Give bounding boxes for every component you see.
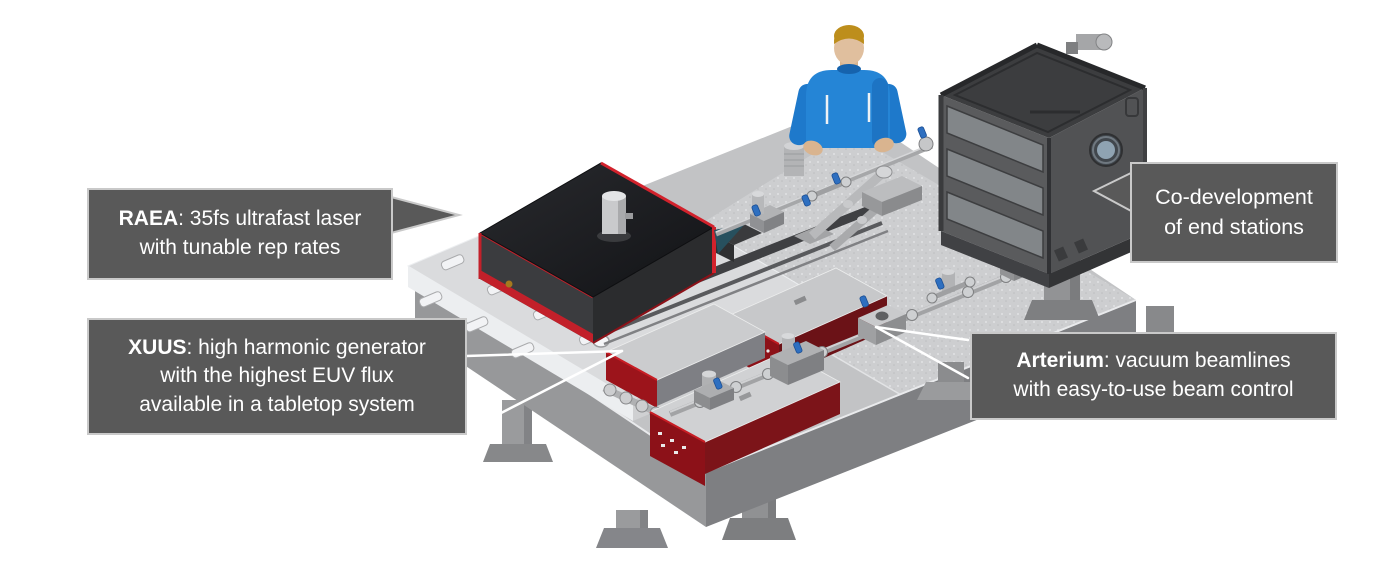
front-beamline: [668, 252, 1038, 417]
callout-term: XUUS: [128, 335, 187, 359]
right-hand: [874, 137, 894, 153]
callout-xuus-body: XUUS: high harmonic generator with the h…: [89, 334, 465, 420]
chamber-right-face: [1049, 88, 1145, 274]
callout-end-stations-body: Co-development of end stations: [1132, 183, 1336, 241]
laser-right-face: [593, 227, 714, 343]
engineer-figure: [789, 25, 907, 156]
callout-arterium: Arterium: vacuum beamlines with easy-to-…: [970, 332, 1337, 420]
callout-arterium-body: Arterium: vacuum beamlines with easy-to-…: [972, 347, 1335, 404]
laser-front-face: [480, 233, 593, 343]
torso: [806, 70, 890, 148]
rear-beamline: [715, 136, 1012, 251]
laser-red-band: [480, 270, 593, 343]
callout-raea: RAEA: 35fs ultrafast laser with tunable …: [87, 188, 393, 280]
raea-laser-box: [478, 161, 762, 344]
table-side-left: [415, 277, 706, 527]
callout-pointers: [390, 171, 1134, 234]
raea-pointer: [390, 196, 463, 234]
end-stations-pointer: [1091, 171, 1134, 213]
collar: [837, 64, 861, 74]
laser-periscope: [597, 191, 633, 242]
callout-term: Arterium: [1016, 349, 1104, 373]
callout-xuus: XUUS: high harmonic generator with the h…: [87, 318, 467, 435]
callout-text: Co-development of end stations: [1155, 185, 1313, 239]
callout-end-stations: Co-development of end stations: [1130, 162, 1338, 263]
callout-text: : high harmonic generator with the highe…: [139, 335, 426, 416]
callout-text: : vacuum beamlines with easy-to-use beam…: [1013, 349, 1294, 401]
leader-lines: [464, 325, 970, 433]
callout-raea-body: RAEA: 35fs ultrafast laser with tunable …: [89, 205, 391, 262]
hair-fringe: [833, 26, 865, 44]
chamber-panels: [946, 104, 1044, 260]
end-station-chamber: [938, 33, 1147, 320]
left-hand: [803, 140, 823, 156]
chamber-motor: [1066, 33, 1113, 54]
callout-term: RAEA: [118, 207, 179, 231]
valve-handles: [713, 126, 991, 390]
callout-text: : 35fs ultrafast laser with tunable rep …: [139, 207, 362, 259]
